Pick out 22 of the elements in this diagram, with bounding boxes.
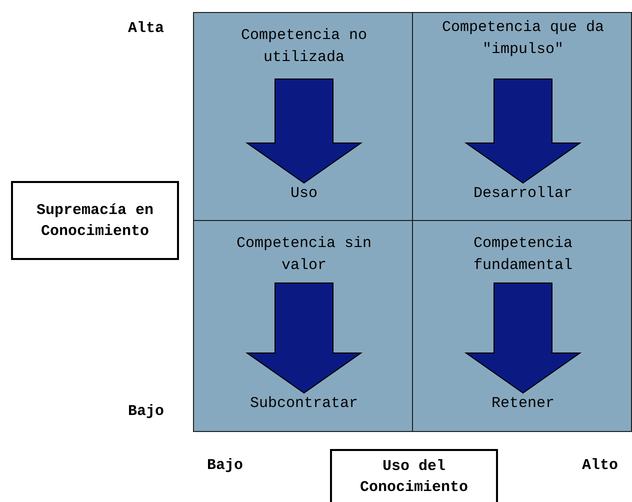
axis-level-label: Bajo: [128, 403, 164, 420]
axis-level-label: Alto: [582, 457, 618, 474]
axis-level-label: Alta: [128, 20, 164, 37]
block-arrow: [464, 282, 582, 394]
block-arrow: [245, 78, 363, 184]
quadrant-heading: Competencia sin valor: [229, 233, 379, 283]
quadrant-heading: Competencia fundamental: [428, 233, 618, 283]
quadrant-panel: [412, 12, 632, 221]
action-label: Uso: [234, 183, 374, 209]
quadrant-panel: [412, 220, 632, 432]
axis-level-label: Bajo: [207, 457, 244, 474]
action-label: Retener: [443, 393, 603, 419]
quadrant-panel: [193, 12, 413, 221]
quadrant-heading: Competencia que da "impulso": [428, 17, 618, 79]
block-arrow: [245, 282, 363, 394]
quadrant-heading: Competencia no utilizada: [214, 25, 394, 79]
quadrant-panel: [193, 220, 413, 432]
block-arrow: [464, 78, 582, 184]
axis-title-box: Supremacía en Conocimiento: [11, 181, 179, 260]
axis-title-box: Uso del Conocimiento: [330, 449, 498, 502]
action-label: Subcontratar: [224, 393, 384, 419]
action-label: Desarrollar: [443, 183, 603, 209]
